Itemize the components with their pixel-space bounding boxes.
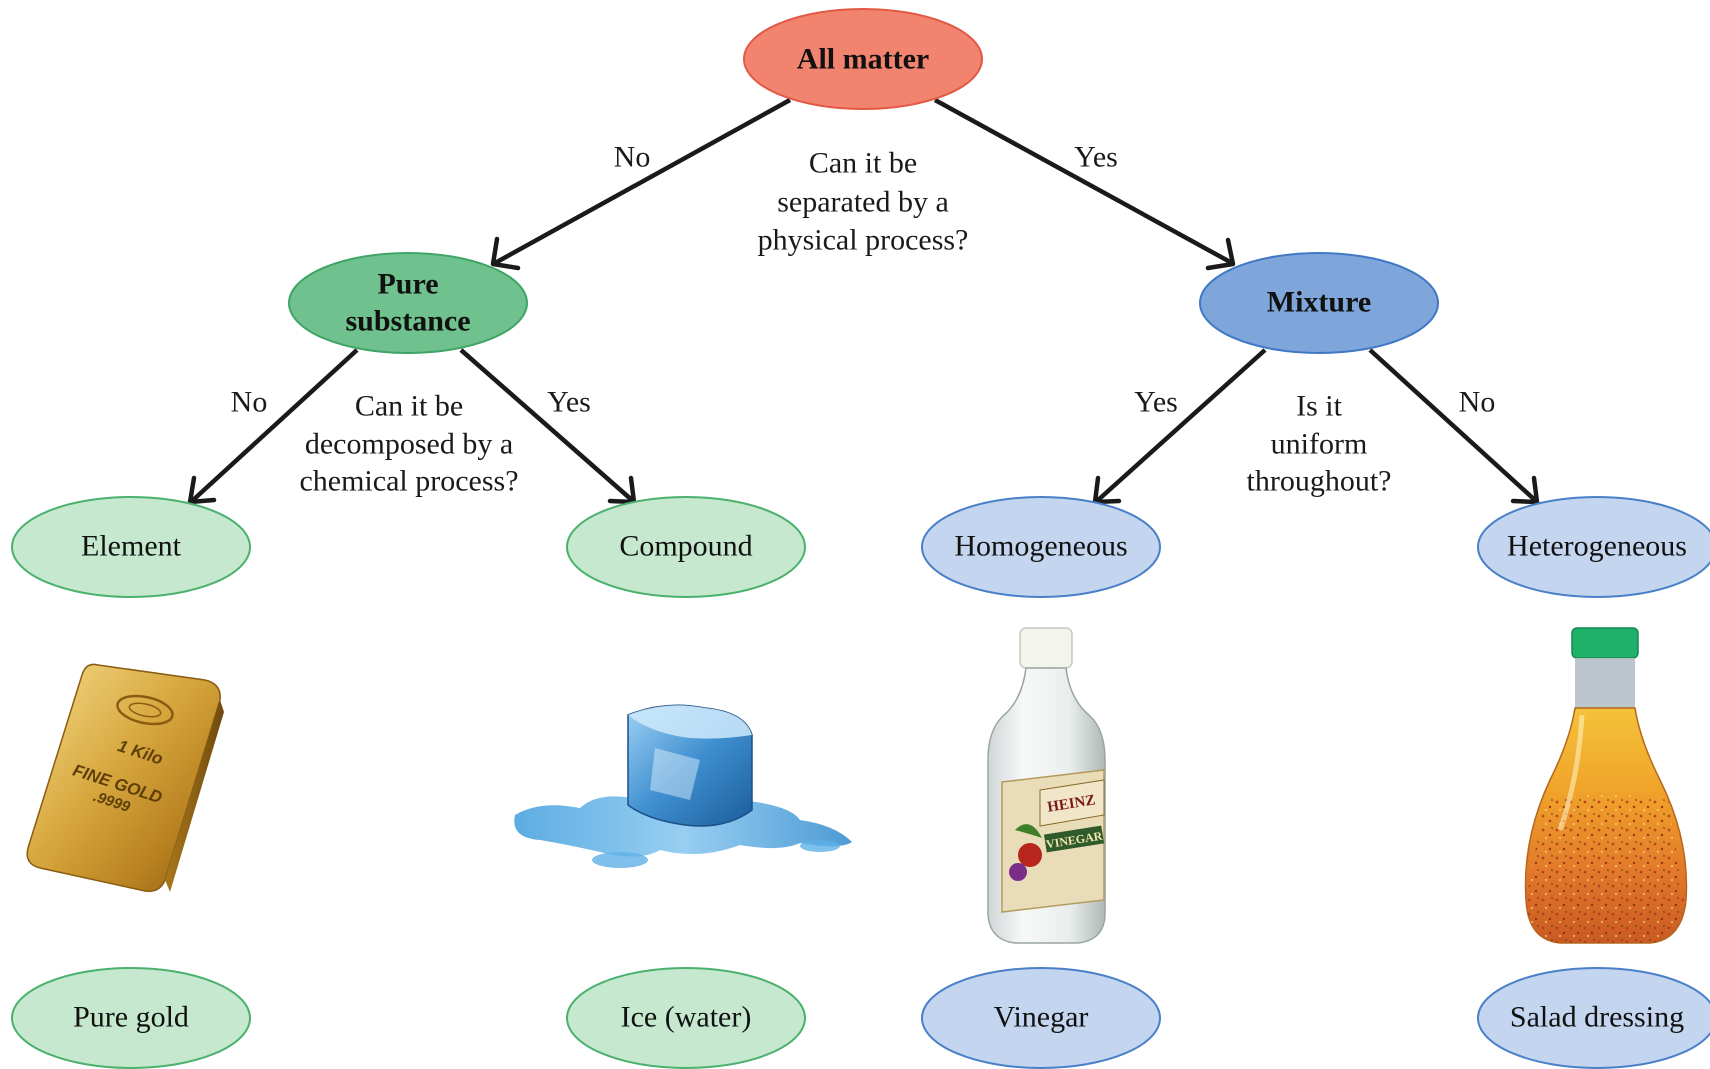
example-salad-dressing: Salad dressing (1477, 967, 1710, 1069)
gold-bar-image: 1 Kilo FINE GOLD .9999 (26, 663, 224, 893)
vinegar-ellipse (921, 967, 1161, 1069)
edge-pure-to-element (190, 348, 359, 503)
node-element: Element (11, 496, 251, 598)
vinegar-label-text: Vinegar (994, 1001, 1089, 1034)
gold-bar-emblem-inner (128, 702, 162, 718)
edge-labels: No Yes No Yes Yes No (231, 141, 1496, 419)
example-vinegar: Vinegar (921, 967, 1161, 1069)
gold-bar-emblem (116, 694, 174, 726)
question-chemical-line3: chemical process? (299, 465, 518, 498)
edge-mixture-to-heterogeneous (1368, 348, 1538, 503)
question-physical-process: Can it be separated by a physical proces… (758, 147, 969, 257)
compound-ellipse (566, 496, 806, 598)
dressing-highlight (1557, 714, 1585, 831)
question-chemical-line1: Can it be (355, 390, 463, 423)
node-all-matter: All matter (743, 8, 983, 110)
edge-label-root-no: No (614, 141, 651, 174)
question-physical-line2: separated by a (777, 186, 949, 219)
node-homogeneous: Homogeneous (921, 496, 1161, 598)
vinegar-product-band (1043, 825, 1105, 853)
example-ice-water: Ice (water) (566, 967, 806, 1069)
edges (187, 98, 1540, 505)
edge-label-mixture-yes: Yes (1134, 386, 1178, 419)
question-chemical-process: Can it be decomposed by a chemical proce… (299, 390, 518, 498)
compound-label: Compound (619, 530, 752, 563)
question-physical-line1: Can it be (809, 147, 917, 180)
example-pure-gold: Pure gold (11, 967, 251, 1069)
gold-bar-face (26, 663, 221, 893)
arrowhead-heterogeneous (1510, 475, 1540, 505)
vinegar-label-apple (1018, 843, 1042, 867)
ice-cube-highlight (650, 748, 700, 800)
question-physical-line3: physical process? (758, 224, 969, 257)
element-label: Element (81, 530, 182, 563)
arrowhead-element (187, 475, 217, 505)
question-uniform-line2: uniform (1271, 428, 1368, 461)
water-droplet (592, 852, 648, 868)
pure-substance-label-line2: substance (345, 305, 470, 338)
vinegar-label-banner (1039, 779, 1105, 827)
edge-label-mixture-no: No (1459, 386, 1496, 419)
edge-mixture-to-homogeneous (1095, 348, 1267, 503)
ice-cube-image (514, 704, 852, 868)
water-droplet-2 (800, 840, 840, 852)
edge-label-pure-no: No (231, 386, 268, 419)
question-chemical-line2: decomposed by a (305, 428, 513, 461)
all-matter-ellipse (743, 8, 983, 110)
salad-dressing-label: Salad dressing (1510, 1001, 1684, 1034)
all-matter-label: All matter (797, 43, 929, 76)
edge-root-to-mixture (933, 98, 1234, 265)
pure-gold-ellipse (11, 967, 251, 1069)
pure-substance-label-line1: Pure (377, 268, 438, 301)
edge-pure-to-compound (459, 348, 635, 503)
ice-cube-top (628, 705, 752, 739)
vinegar-cap (1019, 627, 1073, 669)
vinegar-label-leaf (1015, 824, 1042, 838)
arrowhead-mixture (1205, 237, 1236, 271)
mixture-label: Mixture (1267, 286, 1371, 319)
mixture-ellipse (1199, 252, 1439, 354)
question-uniform: Is it uniform throughout? (1247, 390, 1392, 498)
vinegar-brand-text: HEINZ (1046, 792, 1096, 815)
pure-substance-ellipse (288, 252, 528, 354)
question-uniform-line3: throughout? (1247, 465, 1392, 498)
element-ellipse (11, 496, 251, 598)
edge-label-pure-yes: Yes (547, 386, 591, 419)
vinegar-label-grape (1009, 863, 1027, 881)
vinegar-bottle-image: HEINZ VINEGAR (987, 627, 1106, 944)
dressing-cap (1571, 627, 1639, 659)
node-mixture: Mixture (1199, 252, 1439, 354)
gold-bar-side (165, 700, 224, 892)
salad-dressing-ellipse (1477, 967, 1710, 1069)
pure-gold-label: Pure gold (73, 1001, 189, 1034)
edge-label-root-yes: Yes (1074, 141, 1118, 174)
homogeneous-ellipse (921, 496, 1161, 598)
node-compound: Compound (566, 496, 806, 598)
edge-root-to-pure (493, 98, 792, 265)
dressing-neck (1575, 658, 1635, 708)
arrowhead-pure (490, 236, 521, 271)
ice-water-label: Ice (water) (621, 1001, 752, 1034)
salad-dressing-bottle-image (1524, 627, 1688, 944)
heterogeneous-label: Heterogeneous (1507, 530, 1687, 563)
heterogeneous-ellipse (1477, 496, 1710, 598)
node-pure-substance: Pure substance (288, 252, 528, 354)
ice-water-ellipse (566, 967, 806, 1069)
dressing-speckles (1526, 795, 1684, 943)
homogeneous-label: Homogeneous (954, 530, 1127, 563)
node-heterogeneous: Heterogeneous (1477, 496, 1710, 598)
question-uniform-line1: Is it (1296, 390, 1343, 423)
